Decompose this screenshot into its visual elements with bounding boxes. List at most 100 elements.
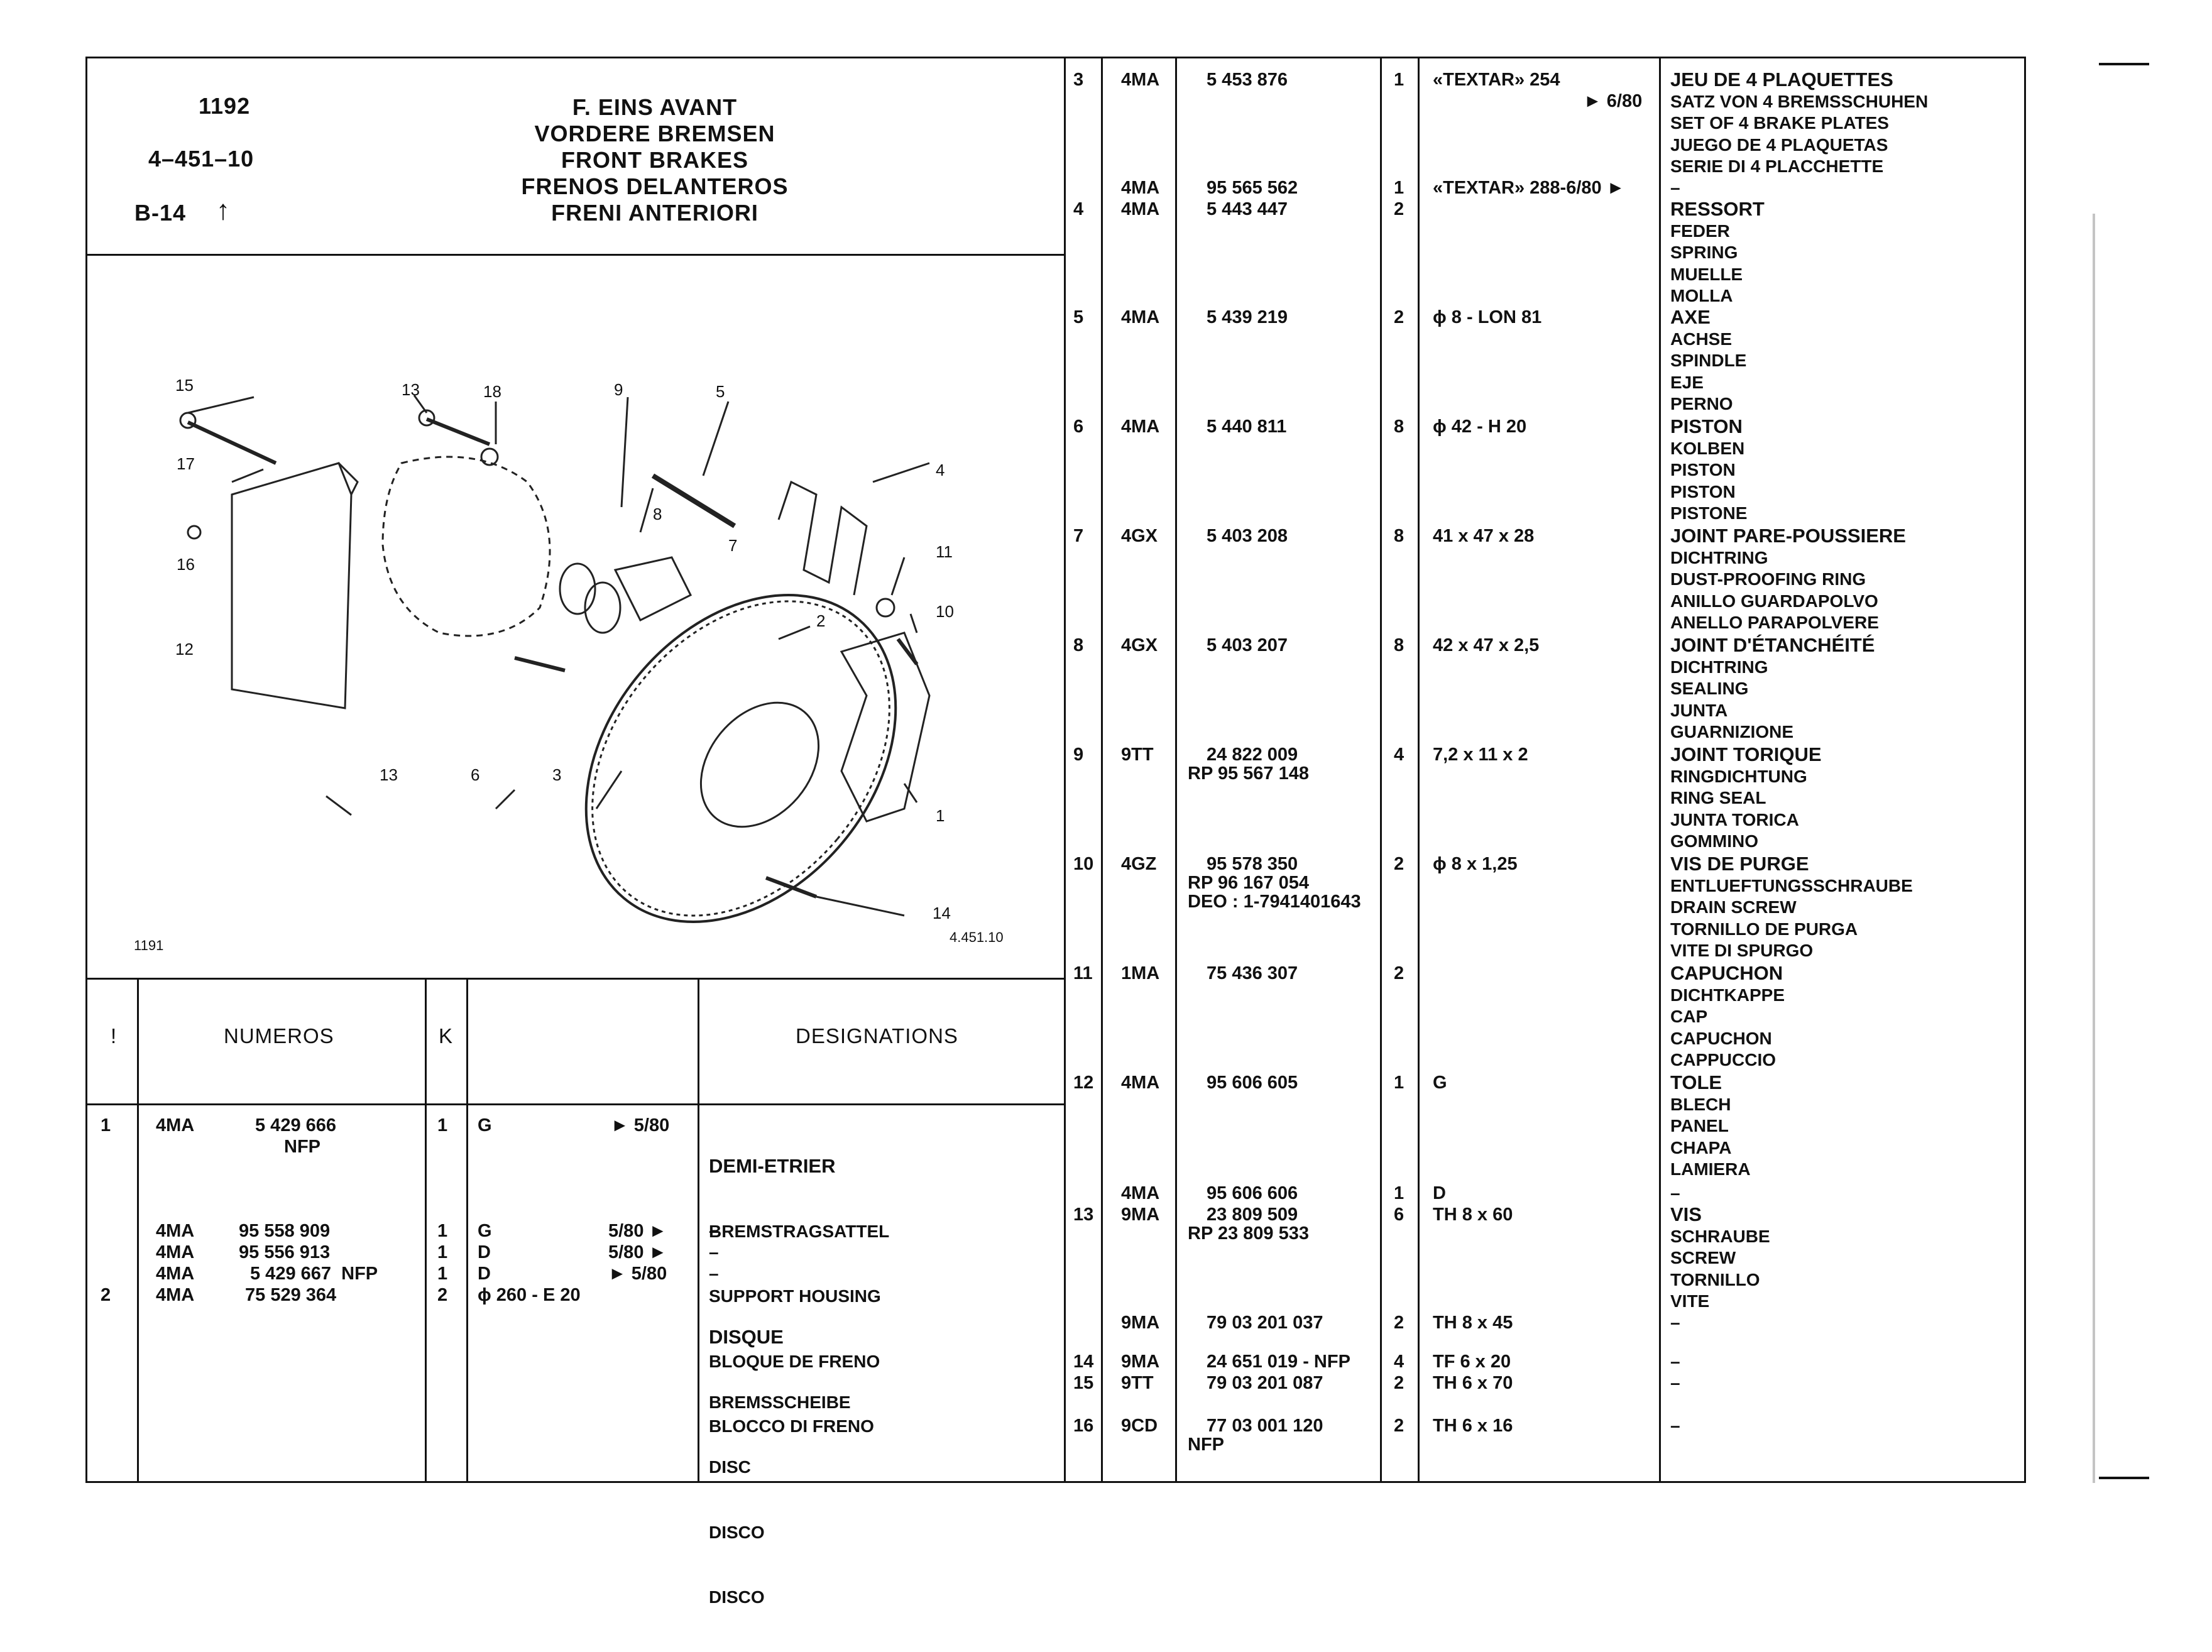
- col-designations-header: DESIGNATIONS: [796, 1024, 958, 1048]
- callout-17: 17: [177, 454, 195, 473]
- exploded-brake-diagram: 15 13 18 9 5 17 4 16 8 7 11 10 2 12 13 6…: [87, 256, 1064, 978]
- note-2: ► 6/80: [1584, 91, 1643, 111]
- caliper-half-shape: [840, 632, 931, 823]
- left-col-line-1: [137, 978, 139, 1483]
- qty: 4: [1394, 745, 1404, 765]
- callout-2: 2: [816, 611, 825, 630]
- diagram-corner-left: 1191: [134, 938, 164, 953]
- note: 7,2 x 11 x 2: [1433, 745, 1528, 765]
- qty: 2: [1394, 199, 1404, 219]
- date: ► 5/80: [611, 1115, 670, 1135]
- designation: DEMI-ETRIER BREMSTRAGSATTEL SUPPORT HOUS…: [709, 1155, 890, 1436]
- part-number: 79 03 201 037: [1207, 1313, 1323, 1333]
- right-panel-frame: [1065, 57, 2026, 1483]
- part-number: 24 822 009: [1207, 745, 1298, 765]
- part-number: 23 809 509: [1207, 1205, 1298, 1225]
- callout-15: 15: [175, 376, 194, 395]
- note: «TEXTAR» 288-6/80 ►: [1433, 178, 1625, 198]
- code: 4MA: [1121, 1073, 1160, 1093]
- table-header-divider: [85, 1103, 1066, 1105]
- part-number: 5 429 666: [255, 1115, 337, 1135]
- title-fr: F. EINS AVANT: [572, 94, 738, 120]
- right-col-line-4: [1418, 57, 1420, 1483]
- part-number: 5 439 219: [1207, 307, 1288, 327]
- callout-18: 18: [483, 382, 501, 401]
- callout-3: 3: [552, 765, 561, 784]
- bolt-13-top-shape: [425, 417, 491, 446]
- callout-13-top: 13: [402, 380, 420, 399]
- rep: 14: [1073, 1352, 1094, 1372]
- designation: –: [1670, 178, 1680, 197]
- washer-18-shape: [480, 447, 499, 466]
- dust-shield-shape: [231, 462, 353, 709]
- designation: –: [1670, 1373, 1680, 1392]
- callout-7: 7: [728, 536, 737, 555]
- note: TH 8 x 60: [1433, 1205, 1513, 1225]
- brake-diagram-svg: 15 13 18 9 5 17 4 16 8 7 11 10 2 12 13 6…: [175, 376, 954, 923]
- callout-4: 4: [936, 461, 944, 479]
- designation: –: [1670, 1416, 1680, 1435]
- code: 9MA: [1121, 1352, 1160, 1372]
- code: 9CD: [1121, 1416, 1158, 1436]
- right-col-line-2: [1175, 57, 1177, 1483]
- left-panel-frame: [85, 57, 1066, 1483]
- code: 4MA: [1121, 307, 1160, 327]
- qty: 6: [1394, 1205, 1404, 1225]
- callout-10: 10: [936, 602, 954, 621]
- qty: 1: [1394, 1183, 1404, 1203]
- rep: 5: [1073, 307, 1084, 327]
- part-number-2: RP 23 809 533: [1188, 1223, 1309, 1244]
- left-col-line-3: [466, 978, 468, 1483]
- note: ϕ 8 x 1,25: [1433, 854, 1518, 874]
- note: ϕ 8 - LON 81: [1433, 307, 1542, 327]
- part-number: 24 651 019 - NFP: [1207, 1352, 1350, 1372]
- rep: 15: [1073, 1373, 1094, 1393]
- cap-11-shape: [875, 598, 895, 618]
- note: 41 x 47 x 28: [1433, 526, 1535, 546]
- header-code-1192: 1192: [199, 93, 251, 119]
- qty: 1: [1394, 70, 1404, 90]
- rep: 8: [1073, 635, 1084, 655]
- qty: 8: [1394, 526, 1404, 546]
- code: 9TT: [1121, 745, 1154, 765]
- rep: 10: [1073, 854, 1094, 874]
- rep: 9: [1073, 745, 1084, 765]
- right-col-line-5: [1659, 57, 1661, 1483]
- code: 4MA: [1121, 70, 1160, 90]
- code: 4MA: [156, 1115, 195, 1135]
- qty: 1: [1394, 1073, 1404, 1093]
- callout-11: 11: [936, 542, 953, 561]
- note: D: [1433, 1183, 1446, 1203]
- scan-mark-top: [2099, 63, 2149, 65]
- qty: 2: [1394, 1373, 1404, 1393]
- title-es: FRENOS DELANTEROS: [521, 173, 789, 199]
- rep: 1: [101, 1115, 111, 1135]
- title-de: VORDERE BREMSEN: [534, 121, 775, 146]
- callout-9: 9: [614, 380, 623, 399]
- diagram-corner-right: 4.451.10: [950, 929, 1004, 945]
- note: TF 6 x 20: [1433, 1352, 1511, 1372]
- note: ϕ 42 - H 20: [1433, 417, 1527, 437]
- rep: 6: [1073, 417, 1084, 437]
- part-number: 75 436 307: [1207, 963, 1298, 983]
- part-number-2: RP 96 167 054: [1188, 873, 1309, 893]
- part-number: 5 403 208: [1207, 526, 1288, 546]
- spring-4-shape: [777, 480, 868, 596]
- title-en: FRONT BRAKES: [561, 147, 748, 173]
- qty: 2: [1394, 963, 1404, 983]
- note: 42 x 47 x 2,5: [1433, 635, 1540, 655]
- callout-5: 5: [716, 382, 725, 401]
- qty: 8: [1394, 417, 1404, 437]
- code: 1MA: [1121, 963, 1160, 983]
- rep: 4: [1073, 199, 1084, 219]
- designation: –: [1670, 1313, 1680, 1332]
- note: G: [1433, 1073, 1447, 1093]
- left-col-line-4: [698, 978, 699, 1483]
- bolt-15-shape: [187, 420, 277, 465]
- note: TH 6 x 16: [1433, 1416, 1513, 1436]
- scan-mark-bottom: [2099, 1477, 2149, 1479]
